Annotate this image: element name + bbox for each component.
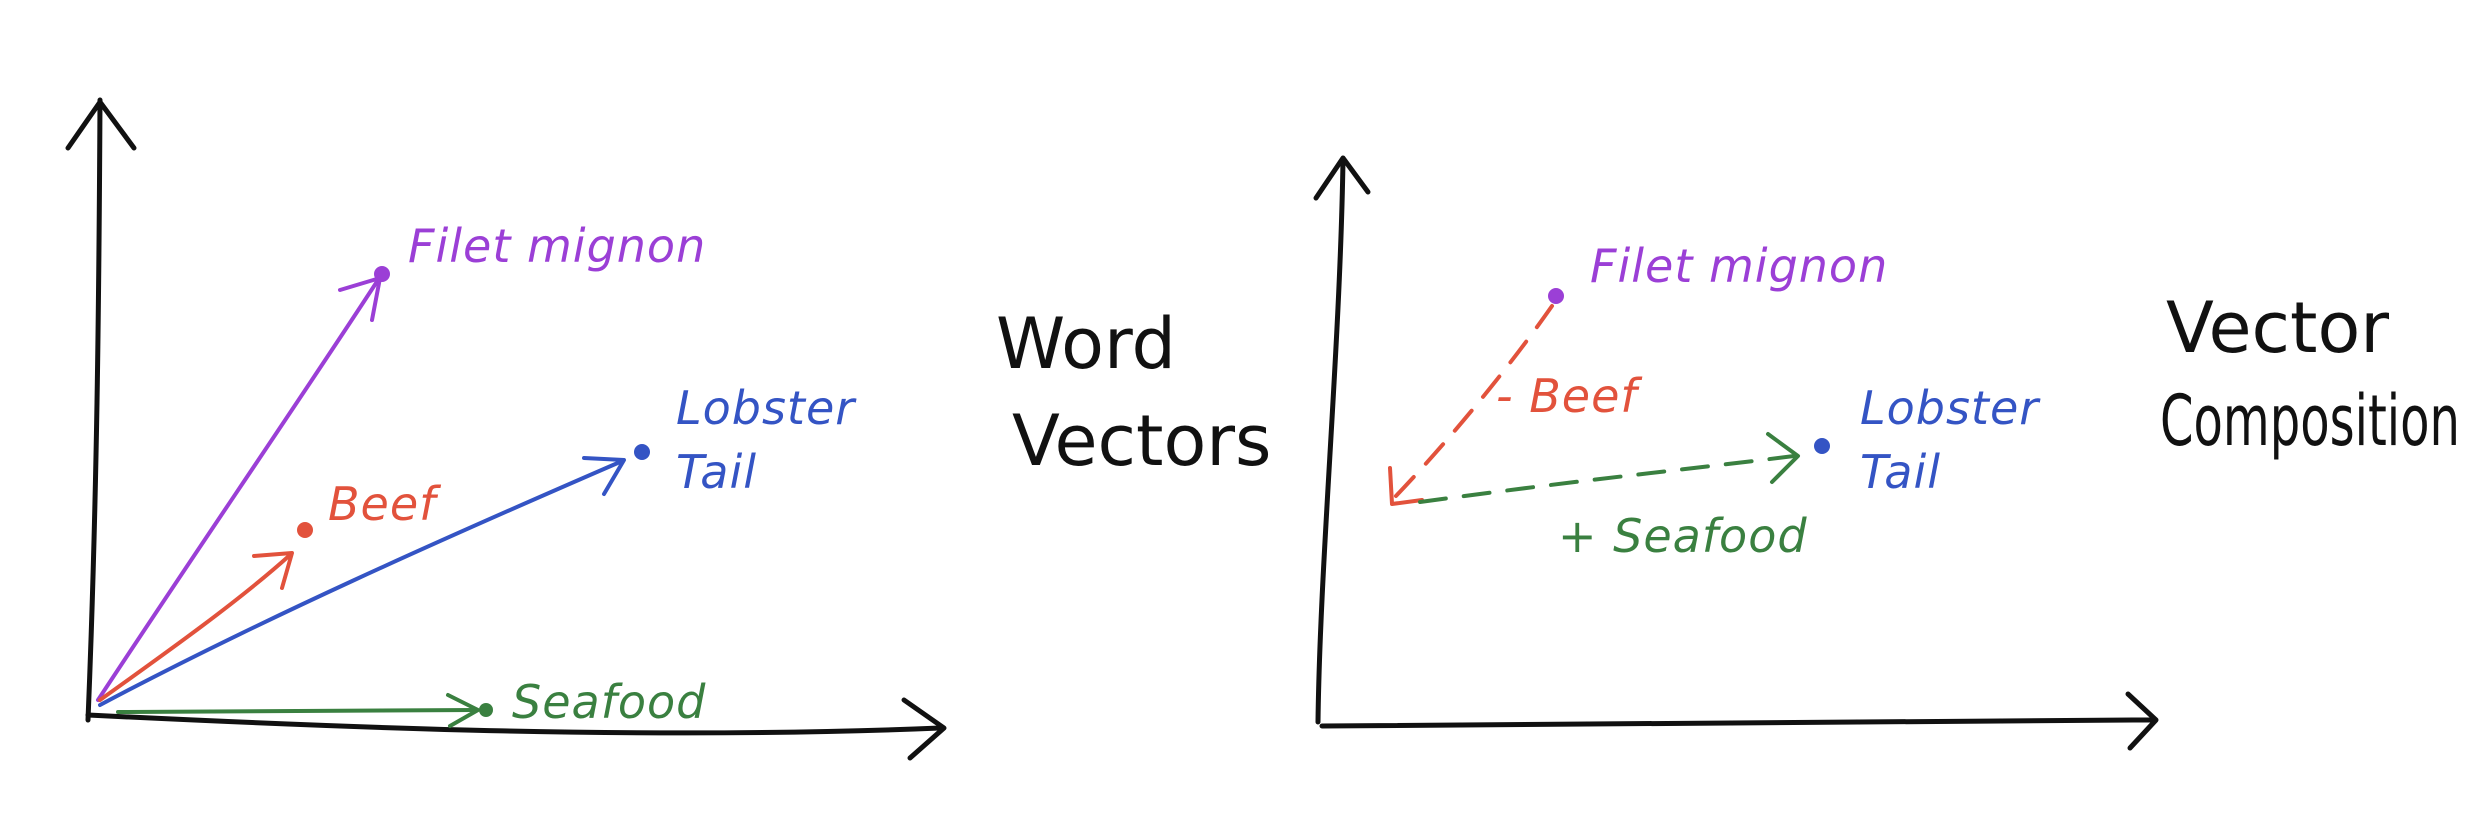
left-title-line2: Vectors (1012, 400, 1272, 482)
right-lobster-label-line1: Lobster (1860, 381, 2041, 435)
right-title-line1: Vector (2166, 287, 2389, 369)
plus-seafood-arrowhead (1766, 432, 1800, 484)
left-panel: Filet mignon Beef Lobster Tail Seafood W… (65, 97, 1272, 761)
right-y-axis (1315, 157, 1346, 725)
right-lobster-point (1814, 438, 1830, 454)
right-x-axis (1319, 717, 2155, 729)
plus-seafood-vector (1418, 454, 1796, 504)
filet-point (374, 266, 390, 282)
left-filet-label: Filet mignon (408, 219, 706, 273)
beef-point (297, 522, 313, 538)
right-seafood-label: + Seafood (1558, 509, 1808, 563)
left-lobster-label-line2: Tail (676, 445, 757, 499)
right-filet-point (1548, 288, 1564, 304)
right-y-axis-arrowhead (1313, 155, 1371, 201)
right-panel: Filet mignon - Beef + Seafood Lobster Ta… (1313, 155, 2460, 751)
left-x-axis (85, 712, 943, 736)
lobster-point (634, 444, 650, 460)
right-title-line2: Composition (2160, 380, 2460, 462)
right-beef-label: - Beef (1496, 369, 1642, 423)
minus-beef-arrowhead (1388, 466, 1424, 506)
seafood-point (479, 703, 493, 717)
left-lobster-label-line1: Lobster (676, 381, 857, 435)
lobster-vector (98, 460, 622, 707)
beef-arrowhead (252, 551, 294, 590)
right-lobster-label-line2: Tail (1860, 445, 1941, 499)
right-filet-label: Filet mignon (1590, 239, 1888, 293)
left-x-axis-arrowhead (901, 697, 947, 761)
minus-beef-vector (1392, 304, 1554, 500)
left-title-line1: Word (996, 303, 1176, 385)
seafood-vector (116, 708, 478, 714)
left-y-axis (85, 97, 103, 723)
left-beef-label: Beef (328, 477, 441, 531)
left-seafood-label: Seafood (512, 675, 706, 729)
right-x-axis-arrowhead (2125, 691, 2159, 751)
lobster-arrowhead (582, 456, 626, 496)
beef-vector (98, 553, 292, 702)
seafood-arrowhead (446, 693, 480, 728)
left-y-axis-arrowhead (65, 99, 137, 151)
filet-vector (96, 278, 380, 702)
